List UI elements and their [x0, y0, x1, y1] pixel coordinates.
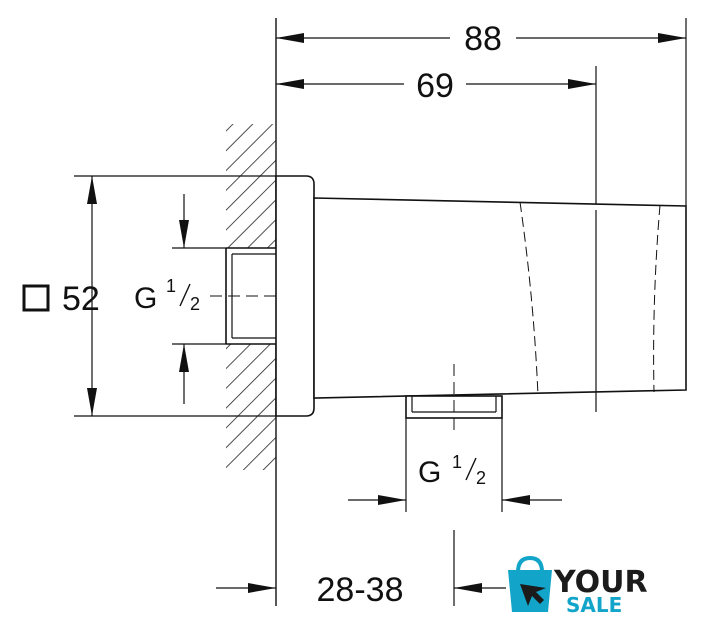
- yoursale-logo: YOUR SALE: [508, 555, 648, 617]
- dimension-88-label: 88: [464, 20, 502, 58]
- inlet-thread-prefix: G: [134, 282, 157, 315]
- outlet-thread-numerator: 1: [452, 452, 462, 472]
- inlet-thread: G 1 2: [134, 194, 290, 404]
- wall-flange: [275, 175, 315, 417]
- dimension-52: 52: [22, 175, 276, 417]
- dimension-28-38-label: 28-38: [317, 571, 404, 609]
- dimension-28-38: 28-38: [216, 530, 506, 609]
- square-symbol-icon: [22, 284, 50, 312]
- dimension-69: 69: [276, 66, 597, 412]
- outlet-thread: G 1 2: [348, 364, 562, 512]
- handle-body: [313, 197, 687, 399]
- dimension-88: 88: [276, 18, 687, 206]
- logo-line2: SALE: [566, 593, 622, 617]
- logo-line1: YOUR: [553, 565, 648, 600]
- outlet-thread-prefix: G: [418, 456, 441, 489]
- dimension-52-label: 52: [62, 280, 100, 318]
- shopping-bag-icon: [508, 555, 552, 612]
- inlet-thread-denominator: 2: [190, 294, 200, 314]
- outlet-thread-denominator: 2: [476, 468, 486, 488]
- dimension-69-label: 69: [416, 67, 454, 105]
- inlet-thread-numerator: 1: [166, 276, 176, 296]
